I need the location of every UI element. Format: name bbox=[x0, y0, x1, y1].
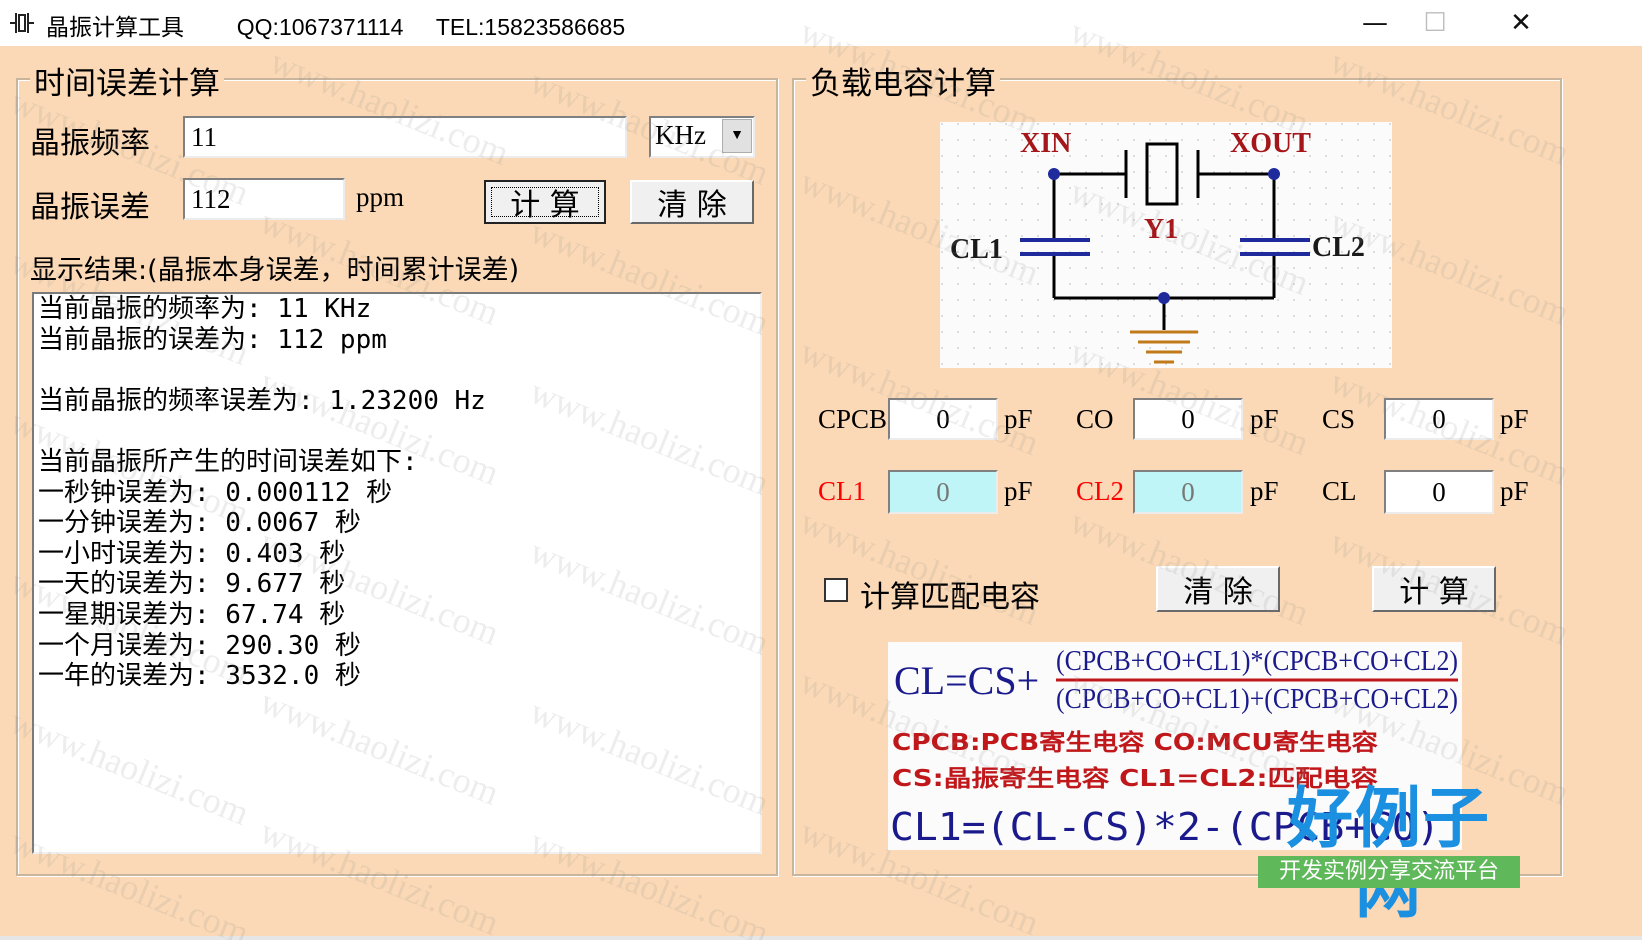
maximize-button[interactable]: ☐ bbox=[1390, 0, 1480, 46]
co-input[interactable]: 0 bbox=[1133, 398, 1243, 440]
freq-unit-select[interactable]: KHz ▼ bbox=[649, 116, 755, 158]
result-line: 当前晶振的频率误差为: 1.23200 Hz bbox=[38, 385, 486, 416]
result-line: 一个月误差为: 290.30 秒 bbox=[38, 630, 361, 661]
cl1-input-value: 0 bbox=[936, 476, 950, 507]
cpcb-input-value: 0 bbox=[936, 403, 950, 434]
formula-solve: CL1=(CL-CS)*2-(CPCB+CO) bbox=[890, 805, 1440, 849]
cap-calc-button[interactable]: 计 算 bbox=[1372, 566, 1496, 612]
time-calc-button[interactable]: 计 算 bbox=[484, 180, 606, 224]
brand-tagline: 开发实例分享交流平台 bbox=[1258, 856, 1520, 888]
brand-logo: 好例子网 开发实例分享交流平台 bbox=[1258, 780, 1520, 927]
formula-note1: CPCB:PCB寄生电容 CO:MCU寄生电容 bbox=[892, 729, 1378, 756]
cs-label: CS bbox=[1322, 404, 1356, 434]
chevron-down-icon[interactable]: ▼ bbox=[722, 119, 752, 153]
crystal-app-icon bbox=[10, 13, 34, 33]
cs-input[interactable]: 0 bbox=[1384, 398, 1494, 440]
cl1-input[interactable]: 0 bbox=[888, 470, 998, 514]
tel-contact: TEL:15823586685 bbox=[435, 14, 626, 40]
cl2-input[interactable]: 0 bbox=[1133, 470, 1243, 514]
time-clear-button[interactable]: 清 除 bbox=[630, 180, 754, 224]
result-label: 显示结果:(晶振本身误差，时间累计误差) bbox=[30, 255, 520, 286]
formula-lhs: CL=CS+ bbox=[894, 658, 1039, 703]
cap-clear-button[interactable]: 清 除 bbox=[1156, 566, 1280, 612]
time-error-group-title: 时间误差计算 bbox=[30, 58, 224, 103]
freq-unit-value: KHz bbox=[655, 120, 706, 150]
load-cap-group: 负载电容计算 bbox=[792, 58, 1562, 876]
error-input[interactable]: 112 bbox=[183, 178, 345, 220]
app-name: 晶振计算工具 bbox=[46, 14, 184, 40]
co-unit: pF bbox=[1250, 404, 1279, 434]
cpcb-input[interactable]: 0 bbox=[888, 398, 998, 440]
cpcb-label: CPCB bbox=[818, 404, 888, 434]
calc-match-cap-label: 计算匹配电容 bbox=[860, 580, 1040, 615]
cs-unit: pF bbox=[1500, 404, 1529, 434]
minimize-icon: — bbox=[1362, 8, 1388, 38]
maximize-icon: ☐ bbox=[1423, 8, 1447, 38]
result-line bbox=[38, 355, 760, 386]
cpcb-unit: pF bbox=[1004, 404, 1033, 434]
cl2-circuit-label: CL2 bbox=[1312, 232, 1365, 263]
cl1-circuit-label: CL1 bbox=[950, 234, 1003, 265]
cap-calc-button-label: 计 算 bbox=[1399, 575, 1469, 610]
calc-match-cap-checkbox[interactable] bbox=[824, 578, 848, 602]
cl-input-value: 0 bbox=[1432, 476, 1446, 507]
result-line: 一年的误差为: 3532.0 秒 bbox=[38, 661, 361, 692]
result-line: 一秒钟误差为: 0.000112 秒 bbox=[38, 477, 393, 508]
y1-label: Y1 bbox=[1144, 214, 1178, 245]
cl-label: CL bbox=[1322, 476, 1357, 506]
cl2-unit: pF bbox=[1250, 476, 1279, 506]
result-line: 一分钟误差为: 0.0067 秒 bbox=[38, 508, 361, 539]
title-bar: 晶振计算工具 QQ:1067371114 TEL:15823586685 — ☐… bbox=[0, 0, 1642, 46]
formula-denominator: (CPCB+CO+CL1)+(CPCB+CO+CL2) bbox=[1056, 684, 1458, 715]
ppm-unit-label: ppm bbox=[356, 182, 405, 212]
formula-note2: CS:晶振寄生电容 CL1=CL2:匹配电容 bbox=[892, 765, 1378, 792]
result-line: 一星期误差为: 67.74 秒 bbox=[38, 599, 346, 630]
qq-contact: QQ:1067371114 bbox=[236, 14, 404, 40]
cl1-unit: pF bbox=[1004, 476, 1033, 506]
freq-label: 晶振频率 bbox=[30, 126, 150, 161]
load-cap-formula: CL=CS+ (CPCB+CO+CL1)*(CPCB+CO+CL2) (CPCB… bbox=[888, 642, 1462, 850]
cl2-label: CL2 bbox=[1076, 476, 1125, 506]
result-line bbox=[38, 416, 760, 447]
xin-label: XIN bbox=[1020, 128, 1071, 159]
close-icon: ✕ bbox=[1510, 8, 1532, 38]
freq-input[interactable]: 11 bbox=[183, 116, 627, 158]
result-line: 一天的误差为: 9.677 秒 bbox=[38, 569, 346, 600]
load-cap-group-title: 负载电容计算 bbox=[806, 58, 1000, 103]
cl-unit: pF bbox=[1500, 476, 1529, 506]
minimize-button[interactable]: — bbox=[1330, 0, 1420, 46]
crystal-circuit-diagram: XIN XOUT Y1 CL1 CL2 bbox=[940, 122, 1392, 368]
formula-numerator: (CPCB+CO+CL1)*(CPCB+CO+CL2) bbox=[1056, 646, 1458, 677]
cl2-input-value: 0 bbox=[1181, 476, 1195, 507]
error-label: 晶振误差 bbox=[30, 190, 150, 225]
result-line: 当前晶振所产生的时间误差如下: bbox=[38, 446, 418, 477]
window-title: 晶振计算工具 QQ:1067371114 TEL:15823586685 bbox=[46, 8, 625, 42]
xout-label: XOUT bbox=[1230, 128, 1311, 159]
time-error-group: 时间误差计算 bbox=[16, 58, 778, 876]
result-line: 当前晶振的频率为: 11 KHz bbox=[38, 294, 372, 324]
cap-clear-button-label: 清 除 bbox=[1183, 575, 1253, 610]
error-input-value: 112 bbox=[191, 183, 231, 214]
freq-input-value: 11 bbox=[191, 121, 217, 152]
co-label: CO bbox=[1076, 404, 1114, 434]
co-input-value: 0 bbox=[1181, 403, 1195, 434]
result-line: 一小时误差为: 0.403 秒 bbox=[38, 538, 346, 569]
brand-name: 好例子网 bbox=[1287, 780, 1491, 927]
time-calc-button-label: 计 算 bbox=[510, 188, 580, 223]
close-button[interactable]: ✕ bbox=[1476, 0, 1566, 46]
cl-input[interactable]: 0 bbox=[1384, 470, 1494, 514]
cl1-label: CL1 bbox=[818, 476, 867, 506]
cs-input-value: 0 bbox=[1432, 403, 1446, 434]
result-line: 当前晶振的误差为: 112 ppm bbox=[38, 324, 387, 355]
window-bottom-edge bbox=[0, 936, 1642, 940]
time-clear-button-label: 清 除 bbox=[657, 188, 727, 223]
